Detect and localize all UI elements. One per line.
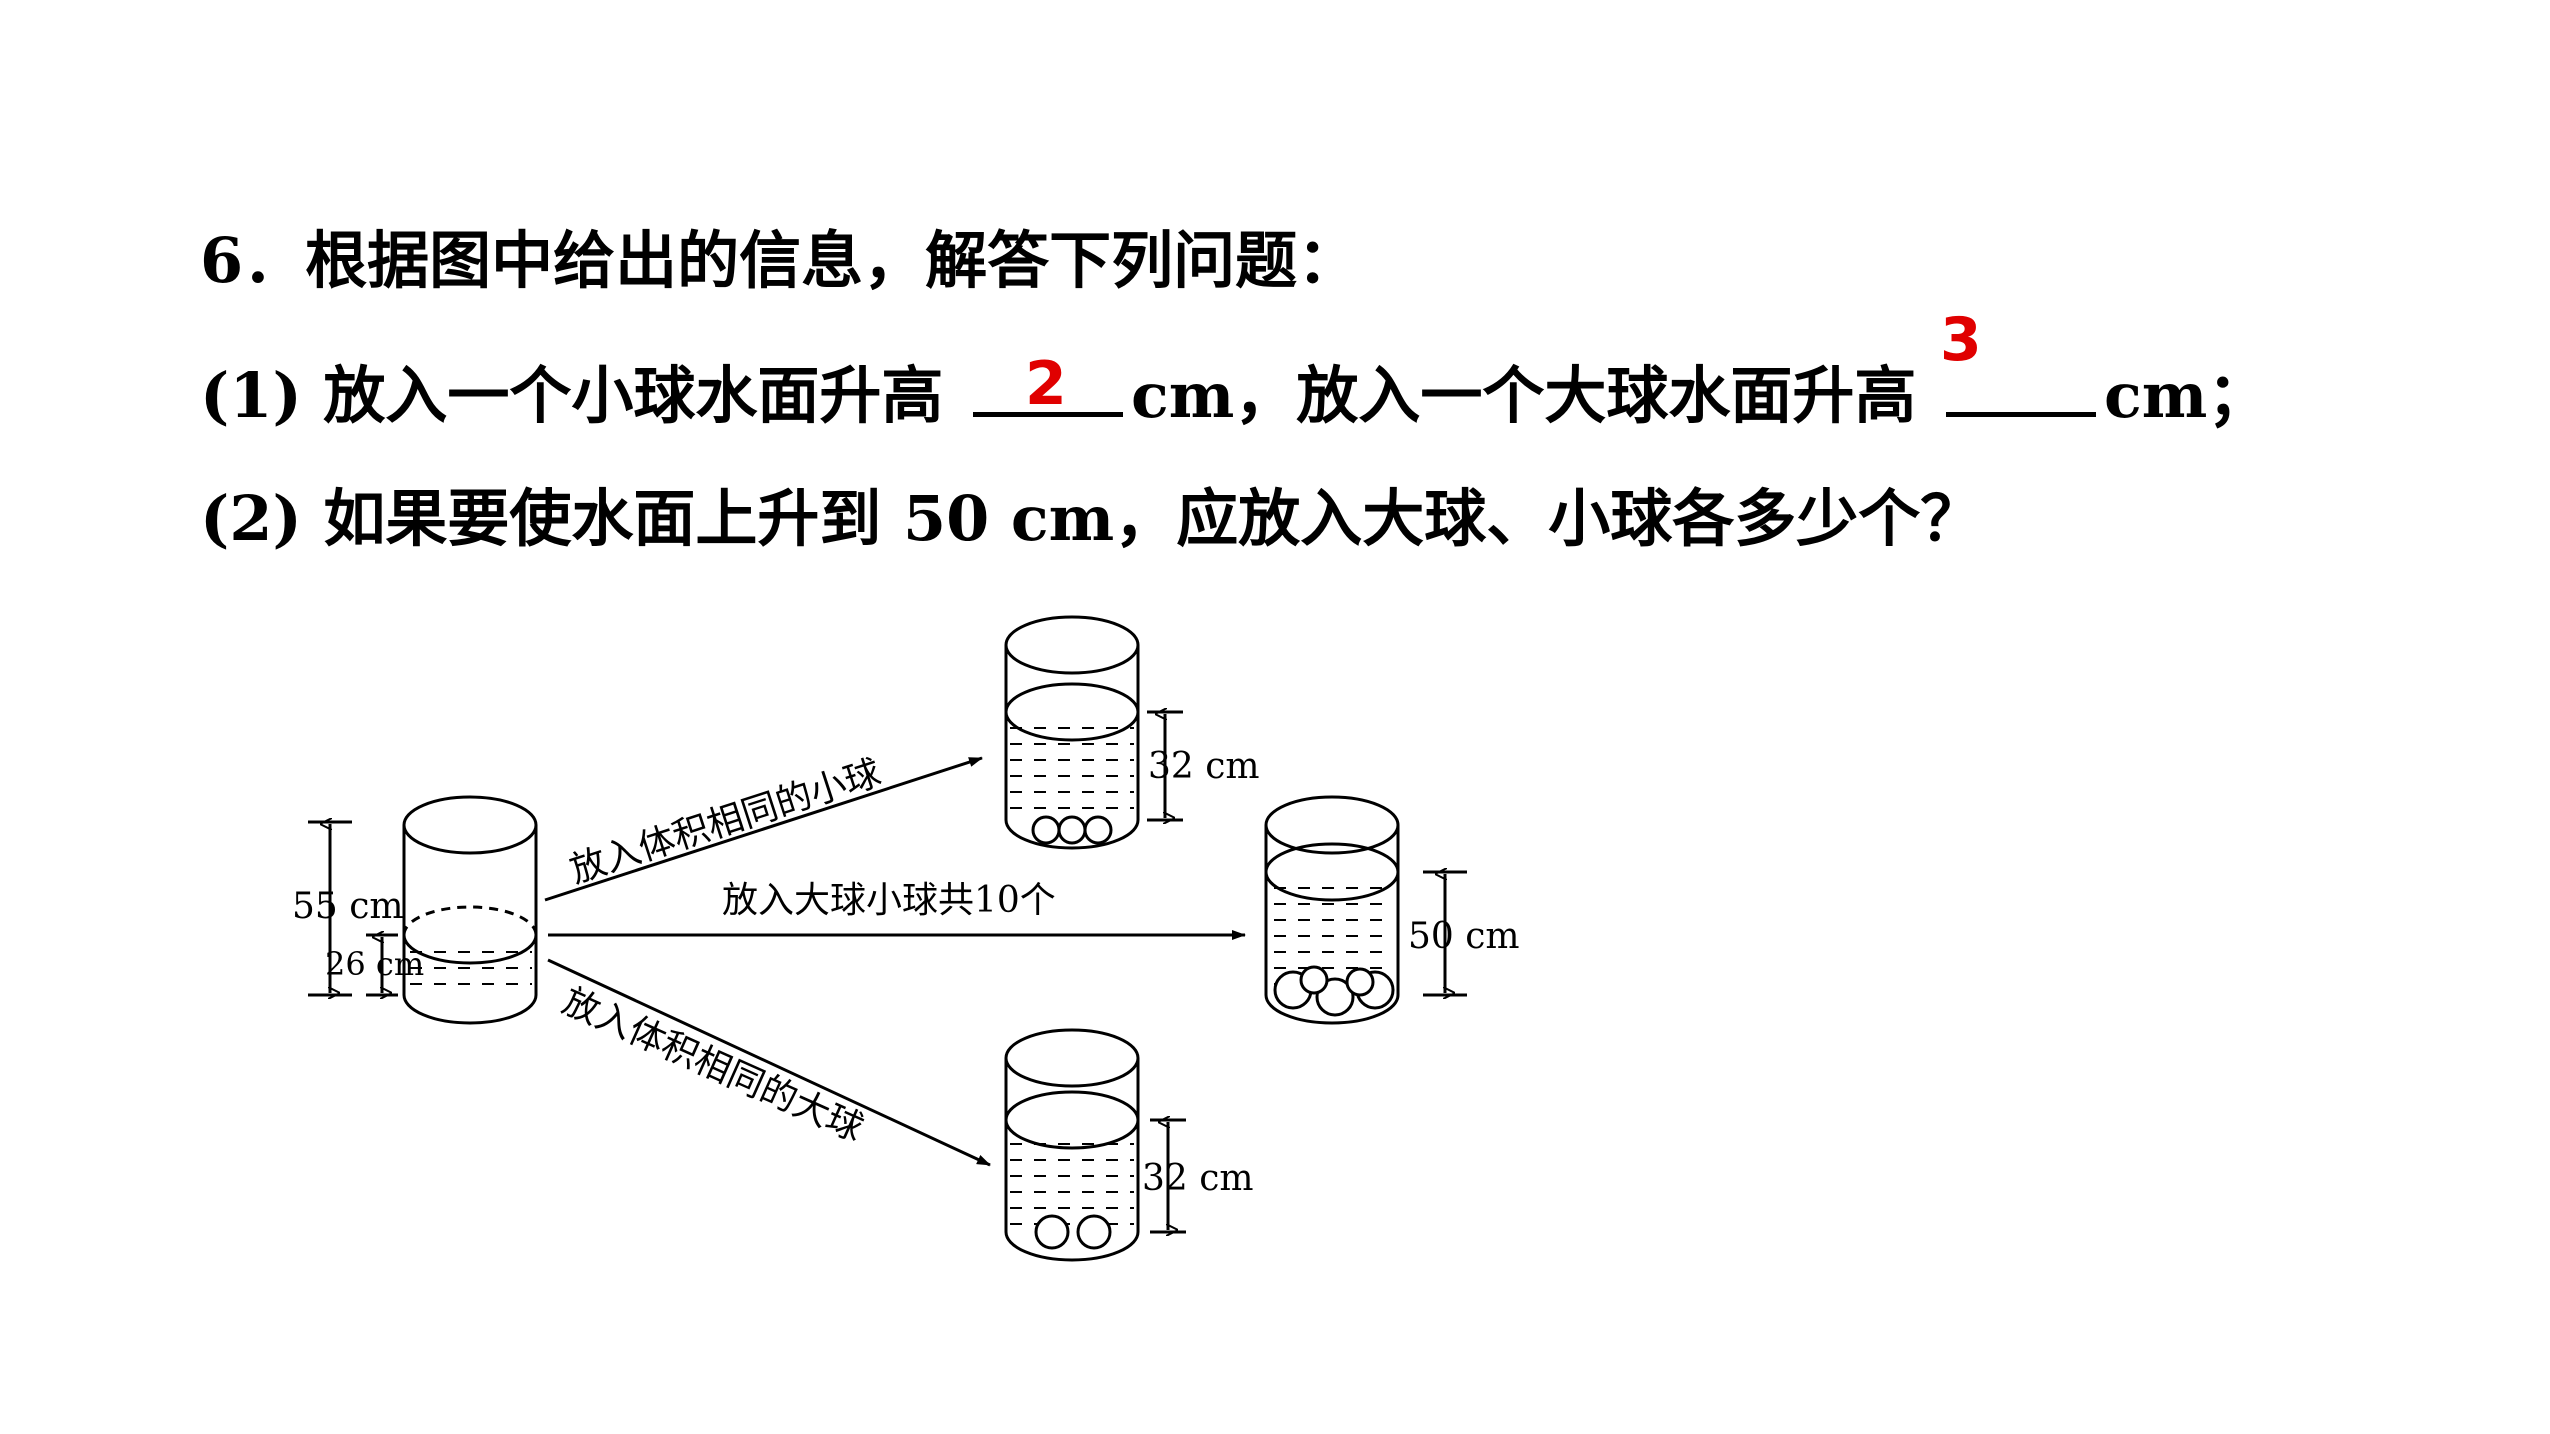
answer-large-ball: 3 — [1939, 305, 1982, 375]
water-surface-front — [402, 934, 538, 965]
ball — [1031, 815, 1061, 845]
large-result-dimension — [1150, 1120, 1186, 1232]
ball — [1034, 1214, 1070, 1250]
height-26-dimension — [366, 935, 398, 995]
arrow-small-label: 放入体积相同的小球 — [565, 752, 886, 891]
ball — [1057, 815, 1087, 845]
small-result-dimension — [1147, 712, 1183, 820]
cylinder-bottom — [1264, 994, 1400, 1025]
large-result-label: 32 cm — [1142, 1158, 1254, 1199]
blank-large-ball[interactable]: 3 — [1940, 310, 2096, 417]
large-ball-cylinder — [1004, 1028, 1140, 1262]
cylinder-bottom — [402, 994, 538, 1025]
ball — [1345, 967, 1375, 997]
arrow-small-ball — [544, 756, 983, 902]
water-fill — [1010, 1130, 1134, 1232]
answer-small-ball: 2 — [1024, 349, 1067, 419]
water-surface-back — [402, 905, 538, 936]
ball — [1083, 815, 1113, 845]
height-55-dimension — [308, 822, 352, 995]
height-26-label: 26 cm — [325, 945, 424, 983]
water-surface-back — [1004, 1090, 1140, 1121]
water-fill — [408, 945, 532, 995]
mixed-result-label: 50 cm — [1408, 916, 1520, 957]
water-surface-back — [1264, 842, 1400, 873]
arrow-large-label: 放入体积相同的大球 — [556, 981, 869, 1150]
part1-prefix: (1) 放入一个小球水面升高 — [200, 359, 965, 432]
water-surface-back — [1004, 682, 1140, 713]
mixed-result-dimension — [1423, 872, 1467, 995]
cylinder-bottom — [1004, 1231, 1140, 1262]
water-surface-front — [1004, 1119, 1140, 1150]
question-part2: (2) 如果要使水面上升到 50 cm，应放入大球、小球各多少个？ — [200, 482, 1983, 555]
ball — [1076, 1214, 1112, 1250]
cylinder-top-rim — [402, 795, 538, 855]
part1-suffix: cm； — [2103, 359, 2270, 432]
cylinder-bottom — [1004, 819, 1140, 850]
cylinder-top-rim — [1264, 795, 1400, 855]
start-cylinder — [402, 795, 538, 1025]
blank-small-ball[interactable]: 2 — [972, 354, 1123, 417]
small-result-label: 32 cm — [1148, 746, 1260, 787]
water-surface-front — [1004, 711, 1140, 742]
height-55-label: 55 cm — [292, 886, 404, 927]
arrow-large-ball — [547, 958, 991, 1167]
arrow-mixed-label: 放入大球小球共10个 — [722, 880, 1056, 921]
mixed-ball-cylinder — [1264, 795, 1400, 1025]
question-title: 6．根据图中给出的信息，解答下列问题： — [200, 224, 1360, 297]
small-ball-cylinder — [1004, 615, 1140, 850]
water-fill — [1010, 722, 1134, 820]
water-surface-front — [1264, 871, 1400, 902]
cylinder-top-rim — [1004, 615, 1140, 675]
ball — [1299, 965, 1329, 995]
part1-mid: cm，放入一个大球水面升高 — [1130, 359, 1938, 432]
cylinder-top-rim — [1004, 1028, 1140, 1088]
